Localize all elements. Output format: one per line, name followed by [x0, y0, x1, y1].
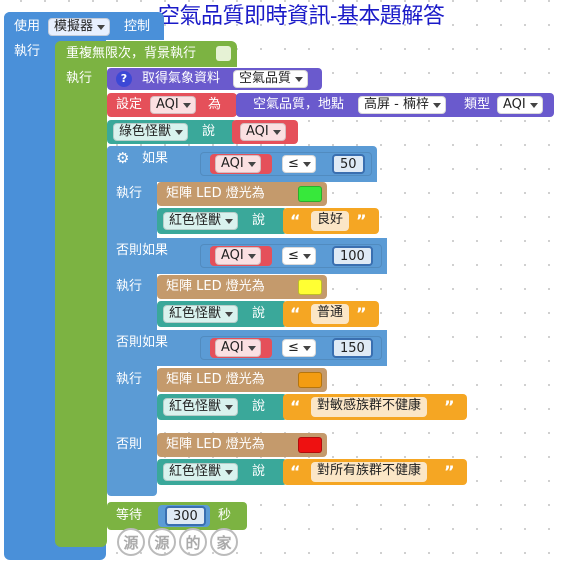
cond1-var-dropdown[interactable]: AQI: [215, 155, 261, 173]
control-label: 控制: [124, 19, 151, 34]
wait-value[interactable]: 300: [165, 506, 206, 526]
cond2-var-dropdown[interactable]: AQI: [215, 247, 261, 265]
say-label-4: 說: [252, 464, 266, 479]
loop-exec-label: 執行: [66, 71, 93, 86]
string-value-4[interactable]: 對所有族群不健康: [311, 462, 428, 482]
top-exec-label: 執行: [14, 44, 41, 59]
led-label-4: 矩陣 LED 燈光為: [166, 437, 265, 452]
led-color-green[interactable]: [298, 186, 322, 202]
quote-close-2: ”: [356, 304, 367, 323]
say-label-2: 說: [252, 306, 266, 321]
monster-dropdown-3[interactable]: 紅色怪獸: [163, 398, 239, 416]
led-color-orange[interactable]: [298, 372, 322, 388]
kind-dropdown[interactable]: AQI: [497, 96, 543, 114]
quote-open-4: “: [290, 462, 301, 481]
monster-dropdown-4[interactable]: 紅色怪獸: [163, 463, 239, 481]
loop-header[interactable]: [55, 41, 237, 67]
loop-label: 重複無限次，背景執行: [66, 46, 197, 61]
say-var-dropdown[interactable]: AQI: [240, 123, 286, 141]
help-icon[interactable]: ?: [116, 71, 132, 87]
wait-label: 等待: [116, 508, 143, 523]
background-checkbox[interactable]: [216, 46, 231, 61]
device-dropdown[interactable]: 模擬器: [48, 18, 111, 36]
cond3-op-dropdown[interactable]: ≤: [282, 339, 316, 357]
loop-block[interactable]: [55, 41, 107, 547]
cond2-op-dropdown[interactable]: ≤: [282, 247, 316, 265]
exec-label-3: 執行: [116, 372, 143, 387]
quote-open-3: “: [290, 397, 301, 416]
set-eq-label: 為: [208, 97, 222, 112]
if-label: 如果: [142, 151, 169, 166]
set-var-dropdown[interactable]: AQI: [150, 96, 196, 114]
use-label: 使用: [14, 19, 41, 34]
fetch-type-dropdown[interactable]: 空氣品質: [233, 70, 309, 88]
cond1-value[interactable]: 50: [332, 154, 365, 174]
exec-label-1: 執行: [116, 186, 143, 201]
cond3-value[interactable]: 150: [332, 338, 373, 358]
string-value-2[interactable]: 普通: [311, 304, 350, 324]
cond1-op-dropdown[interactable]: ≤: [282, 155, 316, 173]
gear-icon[interactable]: ⚙: [116, 149, 130, 167]
led-label-3: 矩陣 LED 燈光為: [166, 372, 265, 387]
say-top-label: 說: [202, 124, 216, 139]
watermark-char-1: 源: [117, 528, 145, 556]
elseif-label-2: 否則如果: [116, 335, 169, 350]
led-label-1: 矩陣 LED 燈光為: [166, 186, 265, 201]
cond3-var-dropdown[interactable]: AQI: [215, 339, 261, 357]
else-label: 否則: [116, 437, 143, 452]
quote-close-3: ”: [444, 397, 455, 416]
watermark-char-3: 的: [179, 528, 207, 556]
string-value-3[interactable]: 對敏感族群不健康: [311, 397, 428, 417]
elseif-label-1: 否則如果: [116, 243, 169, 258]
wait-unit: 秒: [218, 508, 232, 523]
monster-dropdown-2[interactable]: 紅色怪獸: [163, 305, 239, 323]
kind-label: 類型: [464, 97, 491, 112]
page-title: 空氣品質即時資訊-基本題解答: [158, 4, 445, 29]
exec-label-2: 執行: [116, 279, 143, 294]
green-monster-dropdown[interactable]: 綠色怪獸: [113, 123, 189, 141]
fetch-label: 取得氣象資料: [142, 71, 221, 86]
string-value-1[interactable]: 良好: [311, 211, 350, 231]
watermark-char-4: 家: [210, 528, 238, 556]
say-label-3: 說: [252, 399, 266, 414]
monster-dropdown-1[interactable]: 紅色怪獸: [163, 212, 239, 230]
source-label: 空氣品質，地點: [253, 97, 345, 112]
quote-open-2: “: [290, 304, 301, 323]
quote-open-1: “: [290, 211, 301, 230]
say-label-1: 說: [252, 213, 266, 228]
set-label: 設定: [116, 97, 143, 112]
if-block[interactable]: [107, 146, 157, 496]
location-dropdown[interactable]: 高屏 - 楠梓: [358, 96, 446, 114]
led-label-2: 矩陣 LED 燈光為: [166, 279, 265, 294]
quote-close-4: ”: [444, 462, 455, 481]
led-color-yellow[interactable]: [298, 279, 322, 295]
cond2-value[interactable]: 100: [332, 246, 373, 266]
quote-close-1: ”: [356, 211, 367, 230]
watermark-char-2: 源: [148, 528, 176, 556]
watermark: 源源的家: [117, 528, 241, 556]
led-color-red[interactable]: [298, 437, 322, 453]
